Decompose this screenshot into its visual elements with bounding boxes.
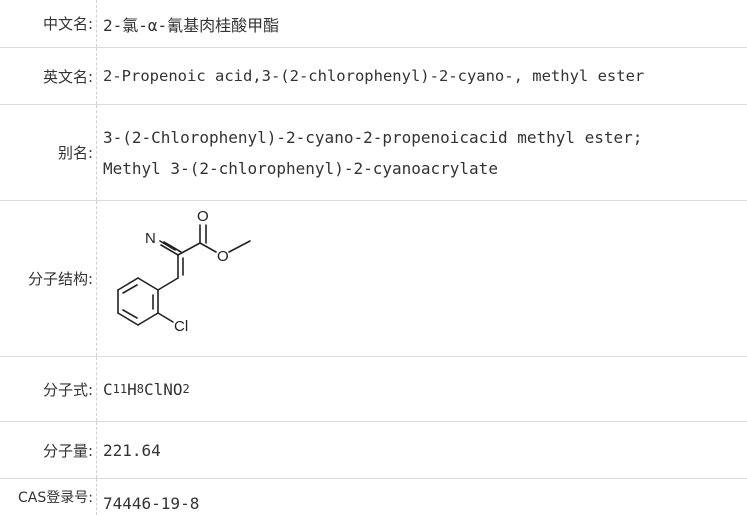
label-weight: 分子量: bbox=[42, 441, 93, 460]
atom-cl: Cl bbox=[174, 318, 188, 335]
column-divider bbox=[96, 479, 97, 515]
row-chinese-name: 中文名: 2-氯-α-氰基肉桂酸甲酯 bbox=[0, 0, 747, 48]
value-chinese-name: 2-氯-α-氰基肉桂酸甲酯 bbox=[103, 15, 280, 35]
label-chinese-name: 中文名: bbox=[42, 15, 93, 33]
formula-o-count: 2 bbox=[182, 382, 190, 396]
formula-c-count: 11 bbox=[112, 382, 128, 396]
row-cas: CAS登录号: 74446-19-8 bbox=[0, 479, 747, 515]
row-alias: 别名: 3-(2-Chlorophenyl)-2-cyano-2-propeno… bbox=[0, 105, 747, 201]
ring-double-bond bbox=[122, 309, 138, 319]
column-divider bbox=[96, 0, 97, 47]
alias-line-1: 3-(2-Chlorophenyl)-2-cyano-2-propenoicac… bbox=[103, 127, 643, 147]
formula-rest: ClNO bbox=[143, 379, 183, 399]
ester-oxygen-bond bbox=[199, 242, 217, 253]
ring-bond bbox=[137, 312, 159, 326]
formula-c: C bbox=[103, 379, 113, 399]
label-cas: CAS登录号: bbox=[18, 490, 93, 506]
column-divider bbox=[96, 48, 97, 104]
alias-line-2: Methyl 3-(2-chlorophenyl)-2-cyanoacrylat… bbox=[103, 158, 498, 178]
label-formula: 分子式: bbox=[42, 380, 93, 399]
atom-n: N bbox=[145, 230, 156, 247]
atom-o-carbonyl: O bbox=[197, 208, 209, 225]
molecular-structure-diagram: O O N Cl bbox=[117, 208, 251, 335]
methyl-bond bbox=[228, 240, 251, 253]
nitrile-triple-bond bbox=[159, 240, 176, 251]
row-english-name: 英文名: 2-Propenoic acid,3-(2-chlorophenyl)… bbox=[0, 48, 747, 105]
ring-bond bbox=[117, 277, 139, 291]
nitrile-bond bbox=[160, 244, 179, 256]
nitrile-triple-bond bbox=[163, 241, 182, 253]
atom-o-ester: O bbox=[217, 248, 229, 265]
column-divider bbox=[96, 105, 97, 200]
label-alias: 别名: bbox=[57, 144, 93, 162]
ring-bond bbox=[137, 277, 159, 291]
formula-h-count: 8 bbox=[136, 382, 144, 396]
label-english-name: 英文名: bbox=[42, 67, 93, 86]
column-divider bbox=[96, 422, 97, 478]
label-structure: 分子结构: bbox=[27, 270, 93, 288]
value-english-name: 2-Propenoic acid,3-(2-chlorophenyl)-2-cy… bbox=[103, 67, 645, 85]
column-divider bbox=[96, 357, 97, 421]
ring-to-vinyl-bond bbox=[157, 277, 179, 291]
value-weight: 221.64 bbox=[103, 440, 161, 460]
chlorine-bond bbox=[157, 312, 174, 323]
row-weight: 分子量: 221.64 bbox=[0, 422, 747, 479]
formula-h: H bbox=[127, 379, 137, 399]
value-alias: 3-(2-Chlorophenyl)-2-cyano-2-propenoicac… bbox=[103, 105, 747, 200]
column-divider bbox=[96, 201, 97, 356]
ring-double-bond bbox=[122, 284, 138, 294]
ester-bond bbox=[177, 242, 201, 256]
ring-bond bbox=[117, 312, 139, 326]
value-cas: 74446-19-8 bbox=[103, 494, 200, 513]
row-structure: 分子结构: bbox=[0, 201, 747, 357]
